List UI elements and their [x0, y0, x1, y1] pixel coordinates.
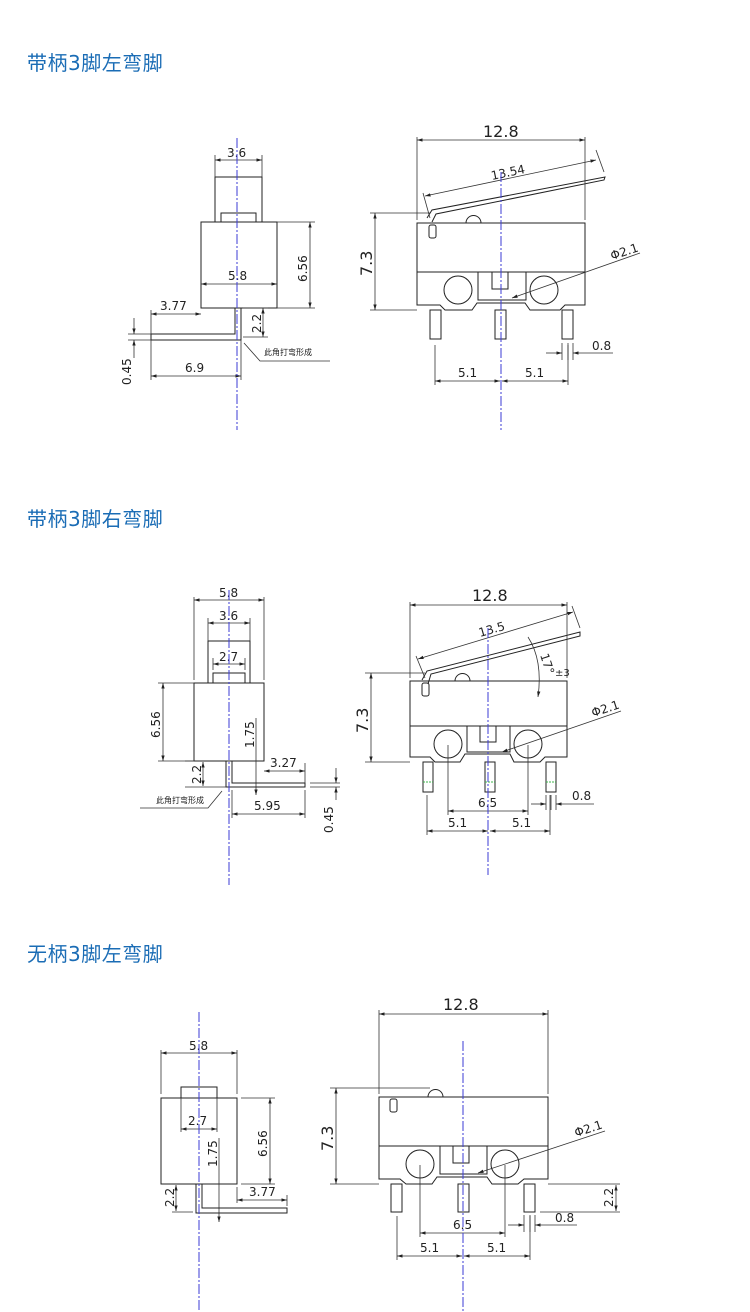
- s3-dim-plunger-width: 2.7: [188, 1114, 207, 1128]
- s2-pin-center: [484, 761, 496, 793]
- s3-pin-right: [523, 1183, 536, 1213]
- s2-pin-right: [545, 761, 557, 793]
- s3-pin-left: [390, 1183, 403, 1213]
- s3-dim-pin-length: 2.2: [602, 1188, 616, 1207]
- s2-front-body: [409, 680, 568, 727]
- s2-dim-pin-length: 5.95: [254, 799, 281, 813]
- s3-pin-center: [457, 1183, 470, 1213]
- s3-dim-pitch-right: 5.1: [487, 1241, 506, 1255]
- s1-plunger: [220, 212, 257, 223]
- s2-front-view: 12.8 13.5 17° ±3 7.3 Φ2.1 6.5 5.1 5.1: [353, 586, 622, 875]
- s2-dim-hole-pitch: 6.5: [478, 796, 497, 810]
- s3-dim-pin-offset: 3.77: [249, 1185, 276, 1199]
- s1-dim-pin-offset: 3.77: [160, 299, 187, 313]
- s1-dim-pin-drop: 2.2: [250, 314, 264, 333]
- section-title-3: 无柄3脚左弯脚: [27, 942, 164, 966]
- s1-mount-hole-left: [443, 275, 473, 305]
- s3-dim-pitch-left: 5.1: [420, 1241, 439, 1255]
- s1-dim-hole-diameter: Φ2.1: [609, 241, 640, 263]
- s2-dim-pin-drop: 2.2: [190, 765, 204, 784]
- s2-dim-body-height: 7.3: [353, 708, 372, 733]
- s1-dim-body-height: 6.56: [296, 255, 310, 282]
- s1-dim-overall-width: 12.8: [483, 122, 519, 141]
- section-title-1: 带柄3脚左弯脚: [27, 51, 164, 75]
- s2-dim-plunger-offset: 1.75: [243, 721, 257, 748]
- s3-front-base: [378, 1146, 549, 1185]
- s3-dim-plunger-offset: 1.75: [206, 1140, 220, 1167]
- s2-dim-pin-width: 0.8: [572, 789, 591, 803]
- s2-dim-overall-width: 12.8: [472, 586, 508, 605]
- s3-dim-body-height: 6.56: [256, 1130, 270, 1157]
- s1-mount-hole-right: [529, 275, 559, 305]
- s1-dim-pitch-right: 5.1: [525, 366, 544, 380]
- s1-dim-body-width: 5.8: [228, 269, 247, 283]
- s1-dim-pin-width: 0.8: [592, 339, 611, 353]
- s3-front-view: 12.8 7.3 Φ2.1 2.2 6.5 5.1 5.1 0.8: [318, 995, 620, 1312]
- s1-dim-body-height: 7.3: [357, 251, 376, 276]
- s1-dim-pitch-left: 5.1: [458, 366, 477, 380]
- s3-dim-pin-width: 0.8: [555, 1211, 574, 1225]
- s2-dim-pitch-right: 5.1: [512, 816, 531, 830]
- section-title-2: 带柄3脚右弯脚: [27, 507, 164, 531]
- s2-dim-lever-angle-tol: ±3: [555, 668, 570, 679]
- s3-side-view: 5.8 2.7 1.75 6.56 2.2 3.77: [160, 1012, 288, 1312]
- s1-front-view: 12.8 13.54 7.3 Φ2.1 5.1 5.1 0.8: [357, 122, 641, 430]
- s3-dim-pin-drop: 2.2: [163, 1188, 177, 1207]
- s3-pin: [195, 1184, 288, 1214]
- s2-dim-pin-offset: 3.27: [270, 756, 297, 770]
- s1-lever: [426, 176, 606, 223]
- s2-lever: [421, 631, 581, 685]
- s2-dim-body-height: 6.56: [149, 711, 163, 738]
- s1-bend-note: 此角打弯形成: [264, 347, 312, 357]
- s1-dim-pin-length: 6.9: [185, 361, 204, 375]
- s2-pin-left: [422, 761, 434, 793]
- s2-bend-note: 此角打弯形成: [156, 795, 204, 805]
- s1-lever-block: [214, 176, 263, 223]
- s2-pin: [225, 761, 306, 788]
- s1-body: [200, 221, 278, 309]
- s1-dim-pin-thickness: 0.45: [120, 358, 134, 385]
- s3-dim-overall-width: 12.8: [443, 995, 479, 1014]
- s2-side-view: 5.8 3.6 2.7 6.56 1.75 2.2 3.27 5.95: [140, 586, 340, 885]
- s2-dim-pin-thickness: 0.45: [322, 806, 336, 833]
- s1-pin-right: [561, 309, 574, 340]
- s2-dim-pitch-left: 5.1: [448, 816, 467, 830]
- s2-dim-lever-angle: 17°: [537, 652, 557, 677]
- s1-pin: [150, 308, 242, 341]
- s1-pin-left: [429, 309, 442, 340]
- s3-dim-body-height: 7.3: [318, 1126, 337, 1151]
- s1-dim-lever-length: 13.54: [490, 162, 527, 183]
- s1-dim-lever-width: 3.6: [227, 146, 246, 160]
- s1-side-view: 3.6 5.8 6.56 3.77 2.2 0.45 6.9 此角打弯形成: [120, 138, 330, 430]
